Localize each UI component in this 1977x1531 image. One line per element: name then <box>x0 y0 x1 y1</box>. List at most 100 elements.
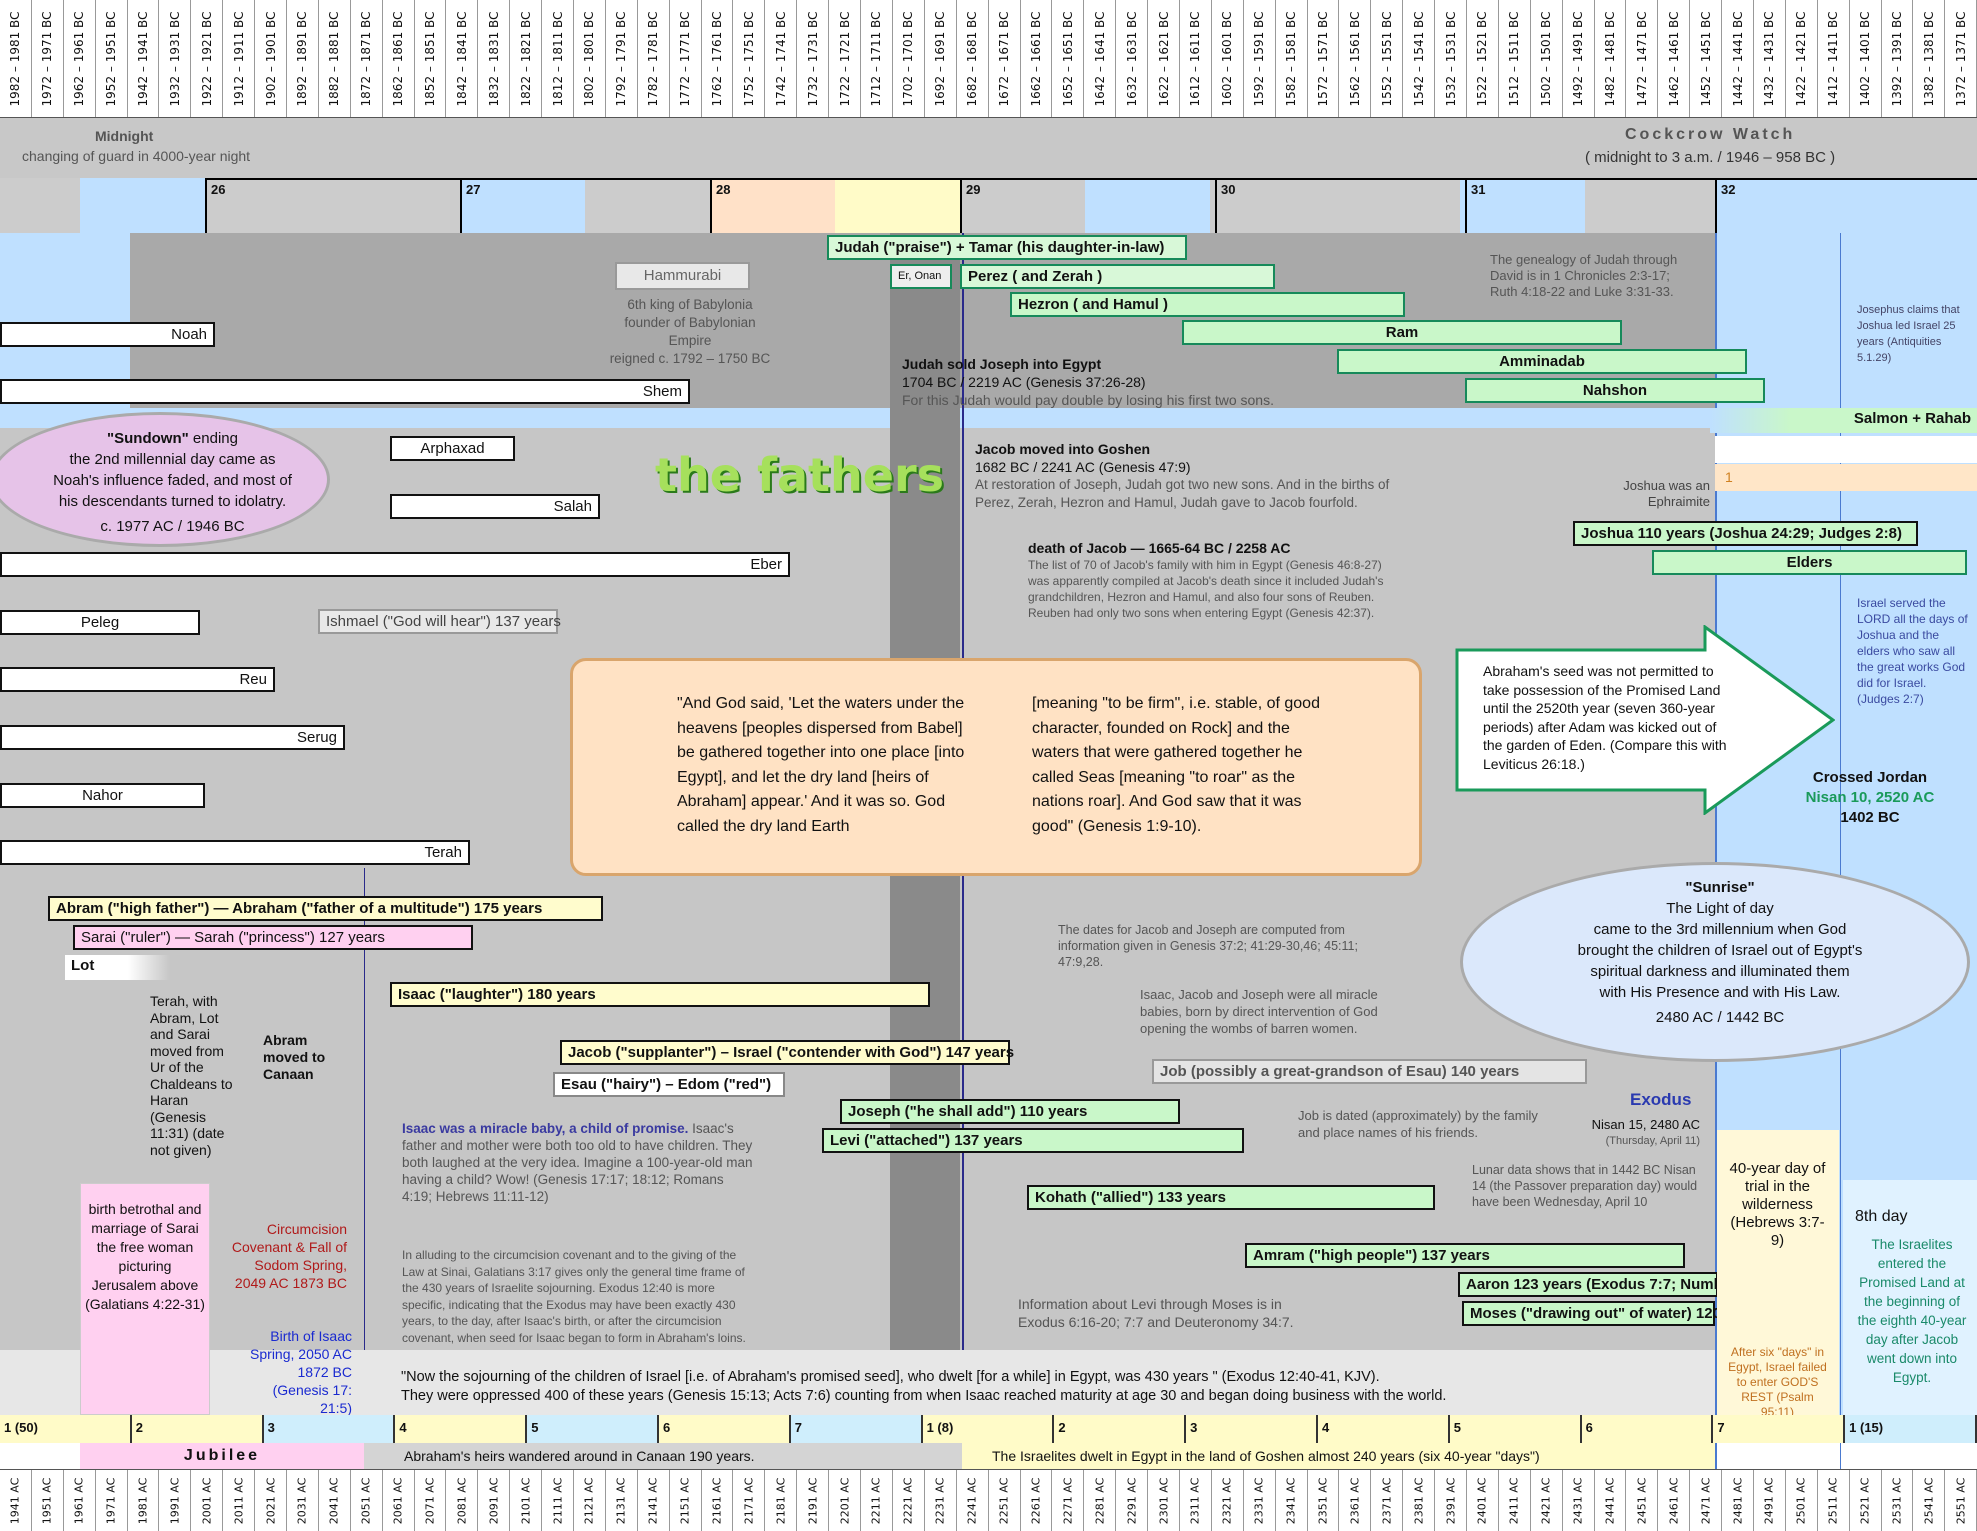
top-year-tick: 1952 – 1951 BC <box>96 0 128 117</box>
top-year-tick: 1462 – 1461 BC <box>1658 0 1691 117</box>
bottom-year-tick: 2531 AC <box>1882 1470 1914 1531</box>
bar-terah: Terah <box>0 840 470 865</box>
bottom-year-tick: 2031 AC <box>287 1470 319 1531</box>
bar-hezron: Hezron ( and Hamul ) <box>1010 292 1405 317</box>
bottom-year-tick: 2461 AC <box>1658 1470 1691 1531</box>
bar-amram: Amram ("high people") 137 years <box>1245 1243 1685 1268</box>
top-year-tick: 1782 – 1781 BC <box>638 0 670 117</box>
note-job-dated: Job is dated (approximately) by the fami… <box>1298 1108 1538 1140</box>
bottom-year-tick: 2551 AC <box>1945 1470 1977 1531</box>
bar-nahor: Nahor <box>0 783 205 808</box>
promise-arrow <box>1455 625 1835 815</box>
bottom-year-tick: 2001 AC <box>191 1470 224 1531</box>
top-year-tick: 1672 – 1671 BC <box>989 0 1021 117</box>
top-year-tick: 1532 – 1531 BC <box>1435 0 1467 117</box>
bottom-year-tick: 2471 AC <box>1690 1470 1723 1531</box>
cycle-cell: 4 <box>1317 1415 1450 1443</box>
cycle-cell: 6 <box>658 1415 791 1443</box>
bottom-year-tick: 2441 AC <box>1595 1470 1627 1531</box>
note-covenant: In alluding to the circumcision covenant… <box>402 1248 746 1345</box>
bottom-year-tick: 2391 AC <box>1435 1470 1467 1531</box>
bar-judah: Judah ("praise") + Tamar (his daughter-i… <box>827 235 1187 260</box>
bar-sarah: Sarai ("ruler") — Sarah ("princess") 127… <box>73 925 473 950</box>
bottom-year-tick: 2091 AC <box>478 1470 511 1531</box>
bottom-year-tick: 2341 AC <box>1276 1470 1308 1531</box>
top-year-tick: 1692 – 1691 BC <box>925 0 957 117</box>
note-terah: Terah, with Abram, Lot and Sarai moved f… <box>150 993 233 1158</box>
bar-job: Job (possibly a great-grandson of Esau) … <box>1152 1059 1587 1084</box>
top-year-tick: 1872 – 1871 BC <box>351 0 383 117</box>
top-year-tick: 1492 – 1491 BC <box>1563 0 1595 117</box>
top-year-tick: 1682 – 1681 BC <box>957 0 989 117</box>
top-year-tick: 1612 – 1611 BC <box>1180 0 1212 117</box>
bottom-year-tick: 2151 AC <box>670 1470 702 1531</box>
bottom-year-tick: 1971 AC <box>96 1470 128 1531</box>
bottom-year-tick: 2251 AC <box>989 1470 1021 1531</box>
bottom-year-tick: 2511 AC <box>1818 1470 1850 1531</box>
top-year-tick: 1392 – 1391 BC <box>1882 0 1914 117</box>
bar-aaron: Aaron 123 years (Exodus 7:7; Numbers 33:… <box>1458 1272 1818 1297</box>
top-year-tick: 1882 – 1881 BC <box>319 0 351 117</box>
bottom-year-tick: 2121 AC <box>574 1470 606 1531</box>
bottom-year-tick: 2221 AC <box>893 1470 925 1531</box>
bottom-year-tick: 2201 AC <box>829 1470 862 1531</box>
top-year-tick: 1892 – 1891 BC <box>287 0 319 117</box>
top-year-tick: 1422 – 1421 BC <box>1786 0 1818 117</box>
bottom-year-tick: 2351 AC <box>1308 1470 1340 1531</box>
top-year-tick: 1862 – 1861 BC <box>383 0 415 117</box>
top-year-tick: 1482 – 1481 BC <box>1595 0 1627 117</box>
bottom-year-tick: 2231 AC <box>925 1470 957 1531</box>
cockcrow-sub: ( midnight to 3 a.m. / 1946 – 958 BC ) <box>1585 149 1836 166</box>
bottom-year-tick: 2161 AC <box>702 1470 734 1531</box>
top-year-tick: 1522 – 1521 BC <box>1467 0 1499 117</box>
bottom-year-tick: 2141 AC <box>638 1470 670 1531</box>
bar-esau: Esau ("hairy") – Edom ("red") <box>553 1072 785 1097</box>
top-year-tick: 1542 – 1541 BC <box>1403 0 1436 117</box>
note-miracle-babies: Isaac, Jacob and Joseph were all miracle… <box>1140 987 1378 1036</box>
note-circumcision: Circumcision Covenant & Fall of Sodom Sp… <box>231 1221 347 1291</box>
cycle-cell: 5 <box>1449 1415 1582 1443</box>
top-year-tick: 1502 – 1501 BC <box>1531 0 1563 117</box>
bottom-year-tick: 2171 AC <box>733 1470 766 1531</box>
jubilee-label: Jubilee <box>80 1443 364 1469</box>
header-band <box>0 118 1977 178</box>
bottom-year-tick: 2261 AC <box>1021 1470 1053 1531</box>
bar-noah: Noah <box>0 322 215 347</box>
bottom-year-tick: 2191 AC <box>797 1470 830 1531</box>
cockcrow-label: Cockcrow Watch <box>1625 126 1796 143</box>
bar-moses: Moses ("drawing out" of water) 120 years <box>1462 1301 1764 1326</box>
top-year-tick: 1822 – 1821 BC <box>510 0 543 117</box>
bar-salmon: Salmon + Rahab <box>1710 408 1977 433</box>
top-year-tick: 1812 – 1811 BC <box>542 0 575 117</box>
bottom-year-tick: 2431 AC <box>1563 1470 1595 1531</box>
bar-kohath: Kohath ("allied") 133 years <box>1027 1185 1435 1210</box>
note-exodus-date: Nisan 15, 2480 AC(Thursday, April 11) <box>1591 1117 1700 1147</box>
note-canaan: Abram moved to Canaan <box>263 1032 326 1082</box>
top-year-tick: 1792 – 1791 BC <box>606 0 638 117</box>
top-year-tick: 1652 – 1651 BC <box>1052 0 1085 117</box>
bottom-year-tick: 1951 AC <box>32 1470 64 1531</box>
top-year-tick: 1602 – 1601 BC <box>1212 0 1244 117</box>
sunrise-cloud <box>1460 862 1970 1062</box>
top-year-tick: 1852 – 1851 BC <box>415 0 447 117</box>
bar-shem: Shem <box>0 379 690 404</box>
note-sarai-box: birth betrothal and marriage of Sarai th… <box>85 1201 205 1312</box>
block-27: 27 <box>460 178 710 233</box>
top-year-tick: 1562 – 1561 BC <box>1339 0 1372 117</box>
bar-salah: Salah <box>390 494 600 519</box>
cycle-cell: 5 <box>527 1415 659 1443</box>
bottom-year-tick: 2291 AC <box>1116 1470 1149 1531</box>
bar-joseph: Joseph ("he shall add") 110 years <box>840 1099 1180 1124</box>
block-29: 29 <box>960 178 1215 233</box>
top-year-tick: 1572 – 1571 BC <box>1308 0 1340 117</box>
top-year-tick: 1802 – 1801 BC <box>574 0 606 117</box>
cycle-cell: 3 <box>1186 1415 1318 1443</box>
bottom-year-tick: 1941 AC <box>0 1470 32 1531</box>
bottom-year-tick: 2101 AC <box>510 1470 543 1531</box>
